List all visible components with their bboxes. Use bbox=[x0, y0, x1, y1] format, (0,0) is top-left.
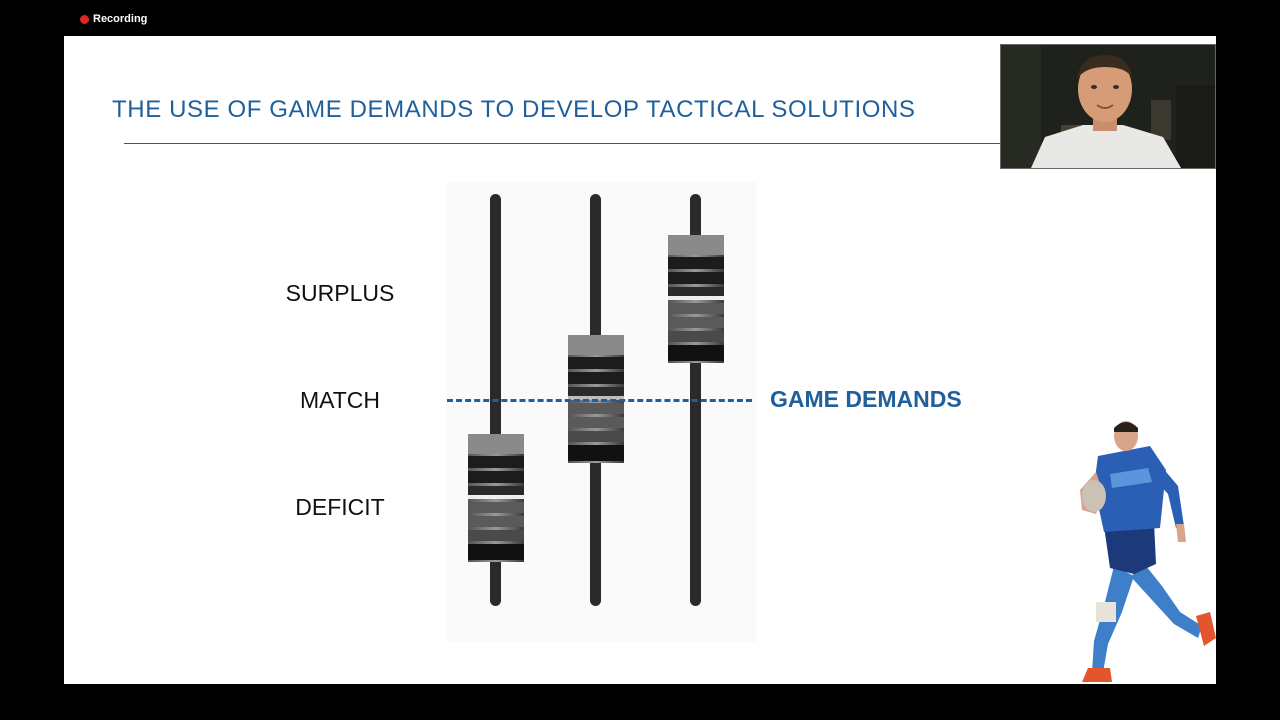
rugby-player-icon bbox=[1080, 421, 1216, 682]
recording-dot-icon bbox=[80, 14, 89, 24]
presenter-video-icon bbox=[1001, 45, 1215, 168]
game-demands-label: GAME DEMANDS bbox=[770, 386, 962, 412]
fader-1-cap bbox=[468, 434, 524, 562]
slide-title: THE USE OF GAME DEMANDS TO DEVELOP TACTI… bbox=[112, 96, 916, 123]
game-demands-line bbox=[447, 399, 752, 402]
label-surplus: SURPLUS bbox=[285, 280, 395, 306]
label-deficit: DEFICIT bbox=[295, 494, 385, 520]
recording-indicator: Recording bbox=[80, 12, 147, 26]
recording-label: Recording bbox=[93, 13, 148, 25]
fader-3-cap bbox=[668, 235, 724, 363]
presenter-webcam bbox=[1000, 44, 1216, 169]
title-divider bbox=[124, 143, 1004, 144]
label-match: MATCH bbox=[299, 387, 381, 413]
